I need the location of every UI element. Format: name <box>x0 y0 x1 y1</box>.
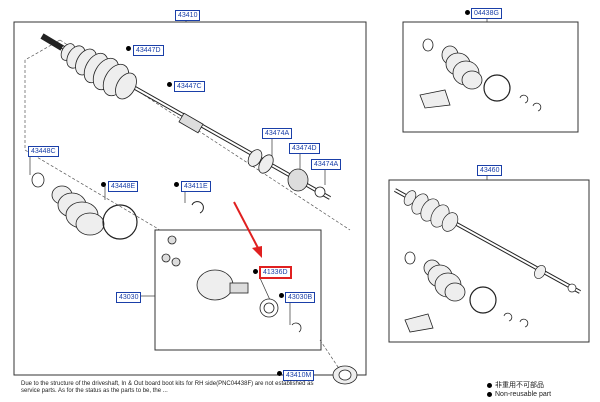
outboard-joint-parts <box>161 235 302 333</box>
callout-43460[interactable]: 43460 <box>477 165 503 176</box>
bullet-icon <box>487 383 492 388</box>
callout-43474a-1[interactable]: 43474A <box>262 128 293 139</box>
callout-41336d[interactable]: 41336D <box>259 266 292 279</box>
callout-43448e[interactable]: 43448E <box>108 181 139 192</box>
rh-loose-parts <box>404 251 529 333</box>
callout-43447d[interactable]: 43447D <box>133 45 164 56</box>
callout-43411e[interactable]: 43411E <box>181 181 211 192</box>
clamp-band-large <box>102 204 138 240</box>
dot-43447c <box>167 82 172 87</box>
dot-04438g <box>465 10 470 15</box>
hub-bearing <box>332 365 358 385</box>
callout-43410[interactable]: 43410 <box>175 10 201 21</box>
callout-43410m[interactable]: 43410M <box>283 370 315 381</box>
callout-43474a-2[interactable]: 43474A <box>311 159 342 170</box>
callout-43448c[interactable]: 43448C <box>28 146 59 157</box>
dot-41336d <box>253 269 258 274</box>
dot-43448e <box>101 182 106 187</box>
dot-43447d <box>126 46 131 51</box>
boot-kit-parts <box>419 38 542 112</box>
clamp-ring-small <box>31 172 45 188</box>
main-frame <box>13 21 367 376</box>
boot-kit-frame <box>402 21 579 133</box>
dot-43411e <box>174 182 179 187</box>
highlight-arrow <box>233 201 262 258</box>
rh-driveshaft <box>394 188 581 294</box>
bullet-icon <box>487 392 492 397</box>
callout-04438g[interactable]: 04438G <box>471 8 502 19</box>
service-note: Due to the structure of the driveshaft, … <box>21 381 314 394</box>
dot-43410m <box>277 371 282 376</box>
boot-loose-lh <box>51 185 105 236</box>
legend: 非重用不可部品 Non-reusable part <box>487 381 551 399</box>
snap-ring-lh <box>191 201 204 214</box>
outboard-joint-frame <box>154 229 322 351</box>
callout-43030b[interactable]: 43030B <box>285 292 316 303</box>
legend-non-reusable-en: Non-reusable part <box>495 391 552 398</box>
legend-non-reusable-cn: 非重用不可部品 <box>495 382 544 389</box>
callout-43474d[interactable]: 43474D <box>289 143 320 154</box>
dot-43030b <box>279 293 284 298</box>
callout-43447c[interactable]: 43447C <box>174 81 205 92</box>
callout-43030[interactable]: 43030 <box>116 292 142 303</box>
lh-driveshaft <box>40 33 331 200</box>
rh-assembly-frame <box>388 179 590 343</box>
